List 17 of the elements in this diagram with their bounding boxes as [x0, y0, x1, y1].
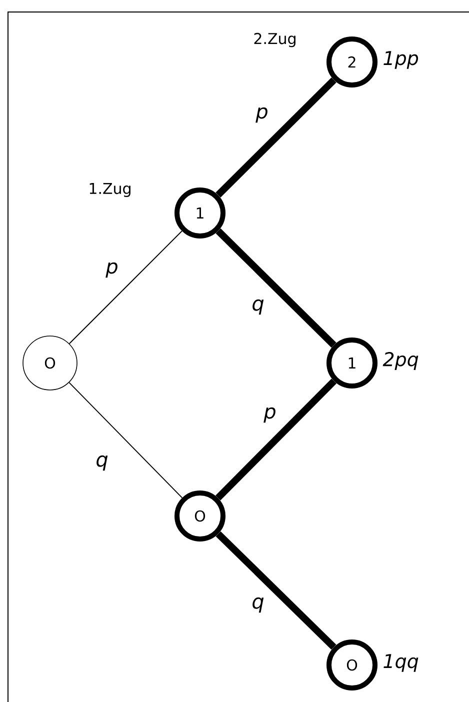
probability-label: 2pq	[382, 352, 418, 370]
probability-label: 1qq	[384, 654, 418, 672]
edge-label: q	[96, 455, 108, 471]
edge-label: q	[252, 299, 264, 315]
edge-label: p	[256, 107, 268, 123]
branch-line	[216, 228, 336, 348]
branch-line	[68, 382, 183, 498]
step-label: 1.Zug	[90, 182, 130, 198]
edge-label: q	[252, 597, 264, 613]
edge-label: p	[264, 407, 276, 423]
branch-line	[216, 378, 337, 500]
branch-line	[216, 77, 336, 198]
edge-label: p	[106, 262, 118, 278]
branch-line	[216, 531, 336, 650]
step-label: 2.Zug	[254, 32, 296, 48]
branch-line	[68, 230, 182, 344]
probability-label: 1pp	[384, 51, 418, 69]
